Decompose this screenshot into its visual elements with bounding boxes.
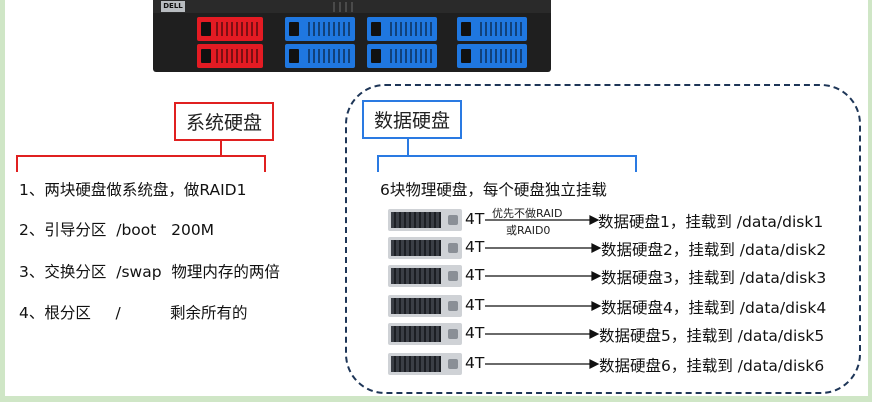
disk-mount-3: 数据硬盘3，挂载到 /data/disk3 (601, 269, 827, 287)
disk-face (391, 268, 441, 284)
frame-right (868, 0, 872, 402)
drive-grip (289, 22, 299, 36)
system-drive-2 (197, 44, 263, 68)
disk-tab (448, 301, 458, 311)
physical-disk-icon (388, 265, 462, 287)
disk-capacity-6: 4T (465, 354, 485, 372)
data-disk-region (345, 84, 861, 394)
data-drive-2 (285, 44, 355, 68)
drive-ribs (390, 22, 432, 36)
disk-mount-4: 数据硬盘4，挂载到 /data/disk4 (601, 299, 827, 317)
frame-bottom (0, 396, 872, 402)
drive-ribs (216, 49, 258, 63)
drive-bays (153, 17, 551, 69)
server-vent (339, 2, 341, 12)
disk-tab (448, 215, 458, 225)
disk-arrowhead-1 (589, 215, 600, 225)
drive-grip (201, 49, 211, 63)
drive-grip (461, 22, 471, 36)
disk-face (391, 356, 441, 372)
disk-face (391, 212, 441, 228)
system-line-1: 1、两块硬盘做系统盘，做RAID1 (19, 181, 247, 199)
raid-note-bottom: 或RAID0 (506, 224, 551, 237)
disk-arrowhead-5 (589, 329, 600, 339)
disk-capacity-2: 4T (465, 238, 485, 256)
drive-ribs (308, 49, 350, 63)
data-drive-6 (457, 44, 527, 68)
system-drive-1 (197, 17, 263, 41)
physical-disk-icon (388, 353, 462, 375)
server-vent (351, 2, 353, 12)
disk-face (391, 240, 441, 256)
server-vent (345, 2, 347, 12)
drive-grip (201, 22, 211, 36)
server-vent (333, 2, 335, 12)
drive-grip (461, 49, 471, 63)
drive-grip (289, 49, 299, 63)
server-chassis-image: DELL (153, 0, 551, 72)
disk-mount-1: 数据硬盘1，挂载到 /data/disk1 (598, 213, 824, 231)
server-brand-badge: DELL (161, 1, 185, 12)
physical-disk-icon (388, 209, 462, 231)
system-line-2: 2、引导分区 /boot 200M (19, 221, 215, 239)
data-drive-3 (367, 17, 437, 41)
drive-ribs (480, 49, 522, 63)
physical-disk-icon (388, 295, 462, 317)
disk-capacity-5: 4T (465, 324, 485, 342)
disk-tab (448, 359, 458, 369)
disk-tab (448, 243, 458, 253)
physical-disk-icon (388, 323, 462, 345)
disk-arrowhead-3 (591, 271, 602, 281)
raid-note-top: 优先不做RAID (492, 207, 563, 220)
data-drive-5 (457, 17, 527, 41)
drive-ribs (216, 22, 258, 36)
disk-capacity-4: 4T (465, 296, 485, 314)
disk-mount-6: 数据硬盘6，挂载到 /data/disk6 (599, 357, 825, 375)
data-drive-1 (285, 17, 355, 41)
disk-arrowhead-2 (591, 243, 602, 253)
disk-tab (448, 271, 458, 281)
disk-mount-2: 数据硬盘2，挂载到 /data/disk2 (601, 241, 827, 259)
drive-ribs (308, 22, 350, 36)
disk-capacity-3: 4T (465, 266, 485, 284)
data-bracket (377, 155, 637, 172)
system-line-3: 3、交换分区 /swap 物理内存的两倍 (19, 263, 280, 281)
frame-left (0, 0, 5, 402)
drive-grip (371, 22, 381, 36)
physical-disk-icon (388, 237, 462, 259)
disk-arrowhead-6 (589, 359, 600, 369)
system-bracket (16, 155, 266, 172)
data-intro: 6块物理硬盘，每个硬盘独立挂载 (380, 181, 607, 199)
disk-arrowhead-4 (591, 301, 602, 311)
data-drive-4 (367, 44, 437, 68)
data-disk-label: 数据硬盘 (362, 100, 463, 139)
disk-face (391, 326, 441, 342)
disk-tab (448, 329, 458, 339)
disk-mount-5: 数据硬盘5，挂载到 /data/disk5 (599, 327, 825, 345)
drive-ribs (390, 49, 432, 63)
disk-face (391, 298, 441, 314)
drive-grip (371, 49, 381, 63)
system-line-4: 4、根分区 / 剩余所有的 (19, 304, 248, 322)
disk-capacity-1: 4T (465, 210, 485, 228)
drive-ribs (480, 22, 522, 36)
system-disk-label: 系统硬盘 (174, 102, 275, 141)
